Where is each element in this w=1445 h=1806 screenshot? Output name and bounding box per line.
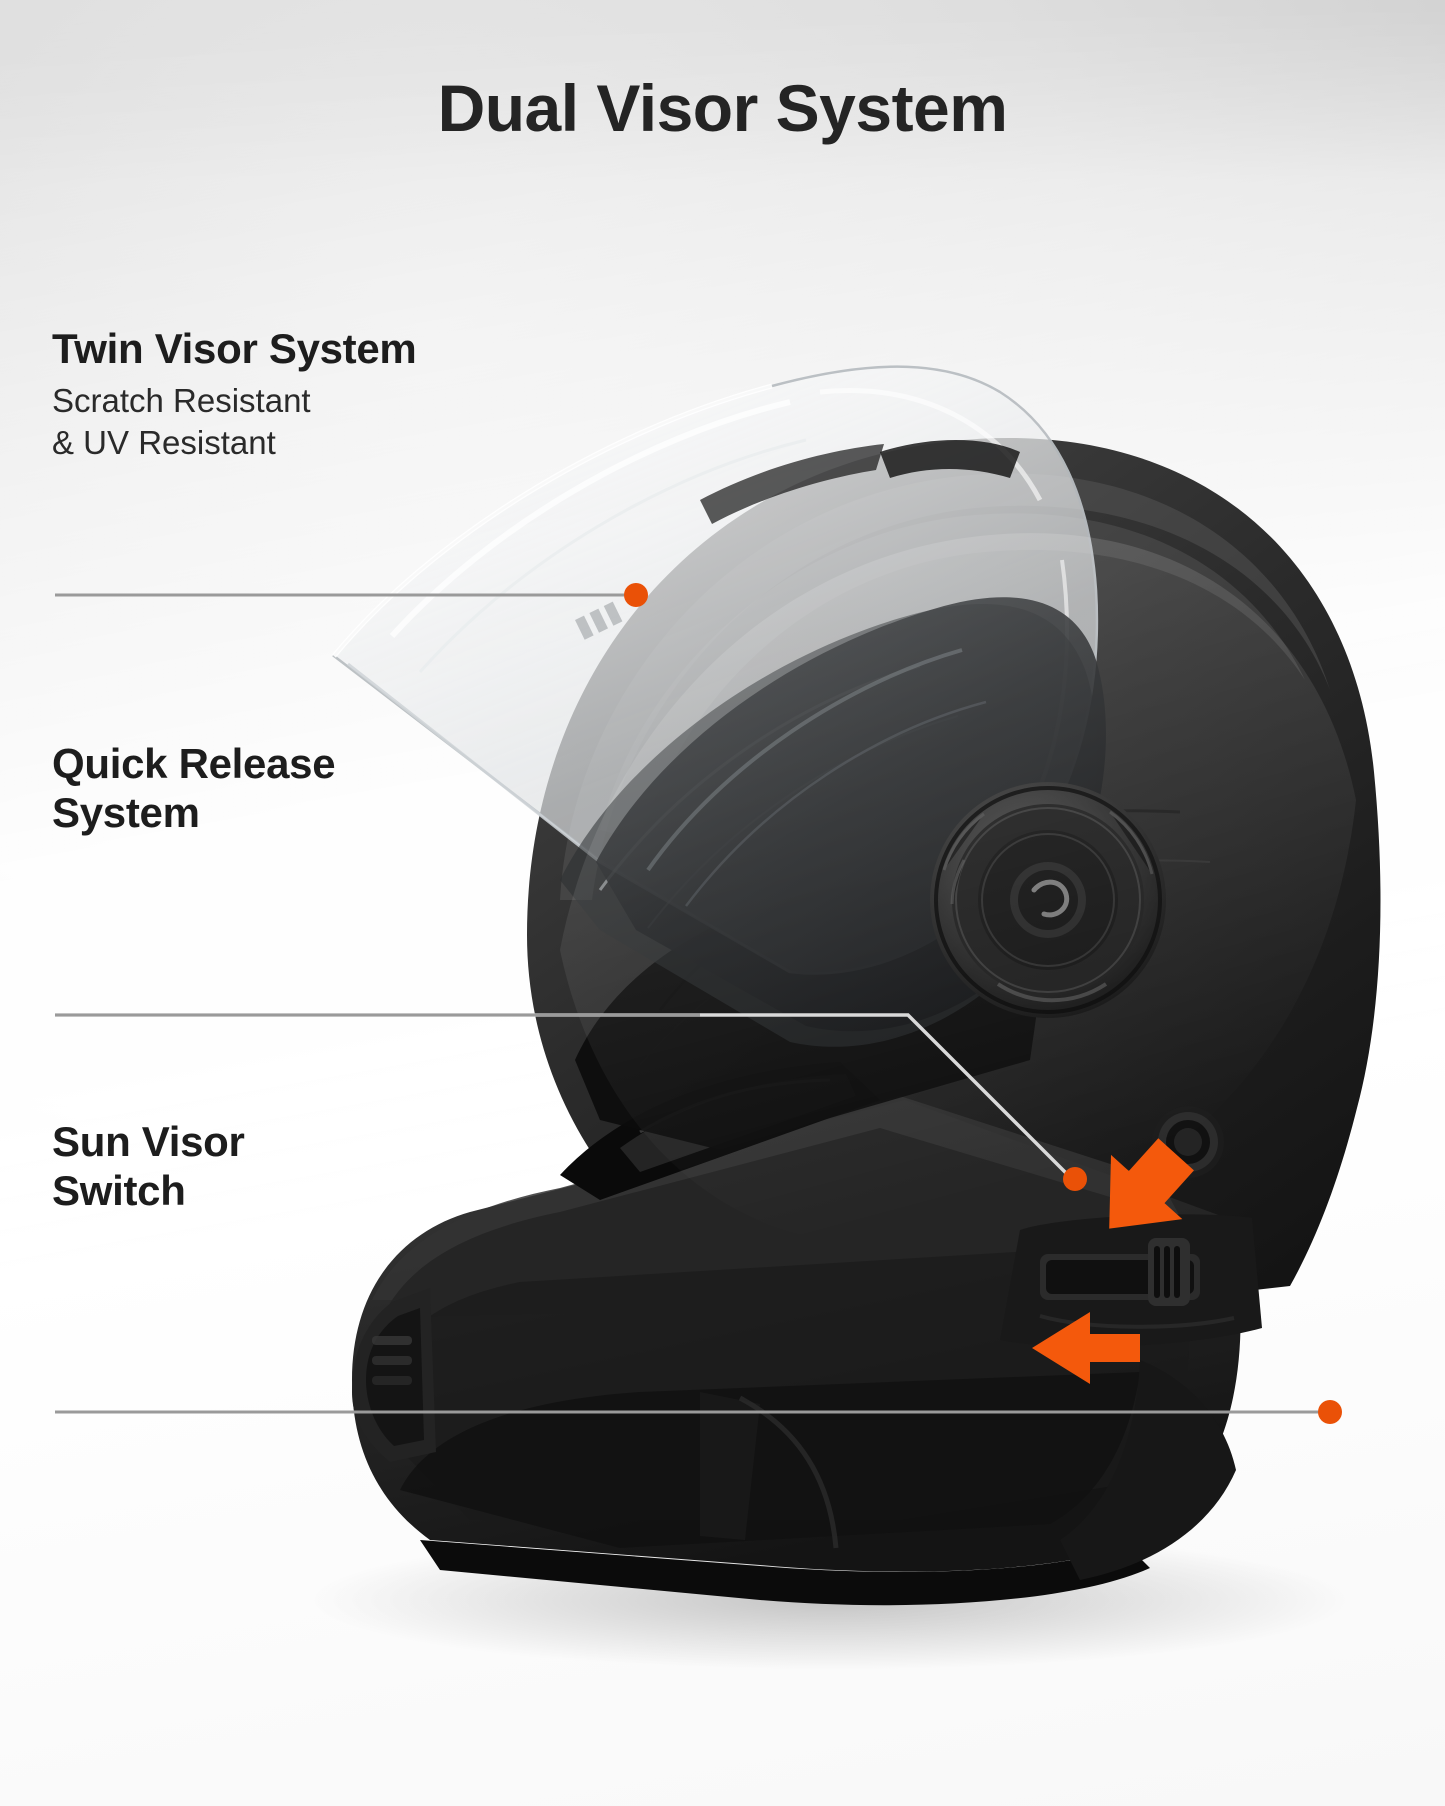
callout-heading: Twin Visor System — [52, 325, 417, 372]
callout-heading: Sun Visor Switch — [52, 1118, 245, 1214]
callout-twin-visor: Twin Visor System Scratch Resistant & UV… — [52, 325, 572, 464]
callout-heading: Quick Release System — [52, 740, 336, 836]
callout-sun-visor-switch: Sun Visor Switch — [52, 1118, 472, 1215]
callout-quick-release: Quick Release System — [52, 740, 472, 837]
page-title: Dual Visor System — [437, 71, 1008, 145]
callout-subtext: Scratch Resistant & UV Resistant — [52, 381, 311, 461]
